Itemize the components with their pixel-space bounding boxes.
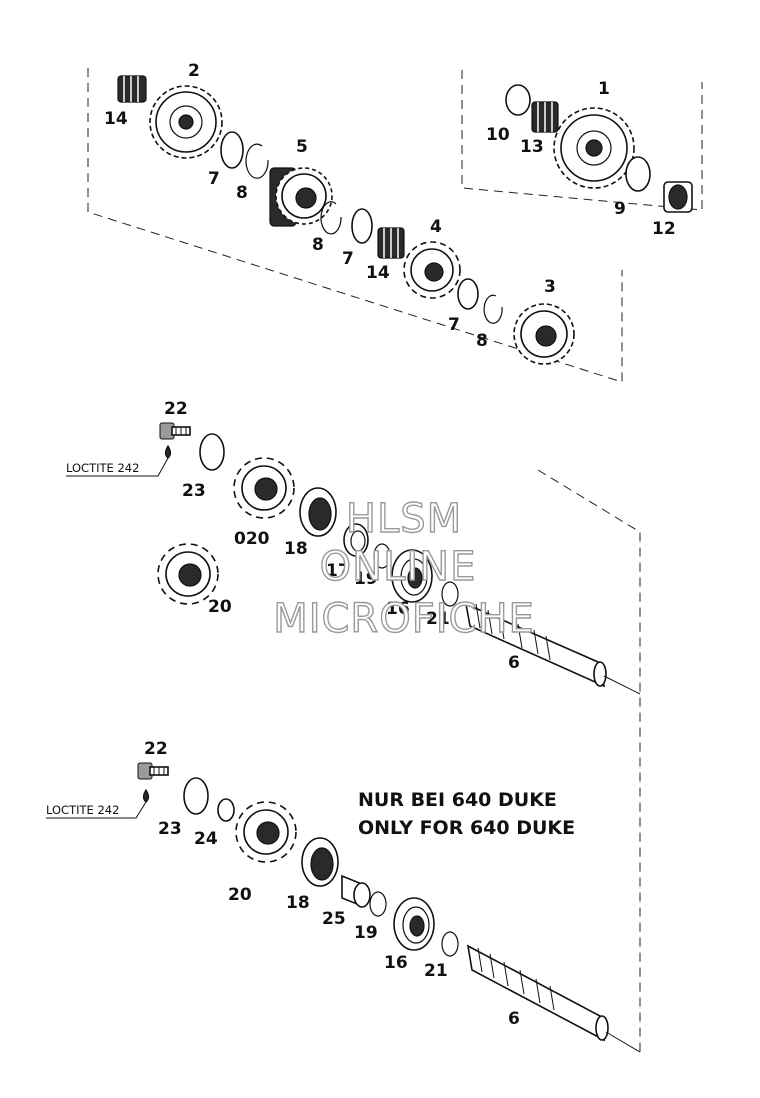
label-3: 3: [544, 277, 556, 297]
label-16-b: 16: [384, 953, 408, 973]
label-25: 25: [322, 909, 346, 929]
washer-23-b: [183, 777, 209, 815]
sprocket-20-a: [157, 543, 219, 605]
label-020: 020: [234, 529, 270, 549]
note-en: ONLY FOR 640 DUKE: [358, 817, 575, 839]
label-20-a: 20: [208, 597, 232, 617]
loctite-leader-b: [46, 801, 147, 819]
shaft-6-a: [464, 602, 607, 688]
label-23-a: 23: [182, 481, 206, 501]
label-8-a: 8: [236, 183, 248, 203]
label-18-b: 18: [286, 893, 310, 913]
shaft-6-b: [466, 944, 609, 1042]
label-16-a: 16: [386, 599, 410, 619]
label-19-b: 19: [354, 923, 378, 943]
bearing-16-a: [391, 549, 433, 603]
label-14-b: 14: [366, 263, 390, 283]
bolt-22-a: [159, 422, 191, 440]
label-18-a: 18: [284, 539, 308, 559]
label-20-b: 20: [228, 885, 252, 905]
label-17: 17: [326, 561, 350, 581]
washer-24: [217, 798, 235, 822]
washer-7-a: [220, 131, 244, 169]
label-6-a: 6: [508, 653, 520, 673]
bolt-22-b: [137, 762, 169, 780]
loctite-leader-a: [66, 457, 169, 477]
washer-23-a: [199, 433, 225, 471]
o-ring-19-b: [369, 891, 387, 917]
top-assembly-frame: [87, 68, 623, 383]
inset-frame-part-1: [461, 70, 703, 211]
loctite-label-b: LOCTITE 242: [46, 803, 119, 817]
label-22-a: 22: [164, 399, 188, 419]
label-7-a: 7: [208, 169, 220, 189]
label-1: 1: [598, 79, 610, 99]
gear-1: [553, 107, 635, 189]
washer-10: [505, 84, 531, 116]
washer-7-b: [351, 208, 373, 244]
spacer-25: [341, 874, 371, 908]
label-5: 5: [296, 137, 308, 157]
note-de: NUR BEI 640 DUKE: [358, 789, 557, 811]
sprocket-20-b: [235, 801, 297, 863]
gear-3: [513, 303, 575, 365]
watermark-line-3: MICROFICHE: [273, 596, 535, 642]
shaft-axis-a: [603, 675, 641, 695]
label-21-a: 21: [426, 609, 450, 629]
shaft-axis-b: [605, 1031, 641, 1053]
circlip-8-b: [320, 201, 342, 235]
gear-5: [269, 167, 333, 227]
spacer-17: [343, 523, 369, 557]
label-9: 9: [614, 199, 626, 219]
washer-21-b: [441, 931, 459, 957]
label-4: 4: [430, 217, 442, 237]
watermark-line-2: ONLINE: [320, 544, 477, 590]
gear-2: [149, 85, 223, 159]
loctite-drop-b: [142, 788, 150, 803]
label-24: 24: [194, 829, 218, 849]
label-14-a: 14: [104, 109, 128, 129]
label-8-c: 8: [476, 331, 488, 351]
washer-7-c: [457, 278, 479, 310]
seal-18-a: [299, 487, 337, 537]
washer-9: [625, 156, 651, 192]
label-13: 13: [520, 137, 544, 157]
circlip-8-a: [245, 143, 269, 179]
label-22-b: 22: [144, 739, 168, 759]
needle-bearing-14-mid: [377, 227, 405, 259]
washer-21-a: [441, 581, 459, 607]
needle-bearing-12: [663, 181, 693, 213]
label-7-b: 7: [342, 249, 354, 269]
label-23-b: 23: [158, 819, 182, 839]
bearing-16-b: [393, 897, 435, 951]
gear-4: [403, 241, 461, 299]
circlip-8-c: [483, 294, 503, 324]
label-21-b: 21: [424, 961, 448, 981]
loctite-drop-a: [164, 444, 172, 459]
loctite-label-a: LOCTITE 242: [66, 461, 139, 475]
needle-bearing-14-top: [117, 75, 147, 103]
sprocket-020: [233, 457, 295, 519]
label-12: 12: [652, 219, 676, 239]
label-6-b: 6: [508, 1009, 520, 1029]
watermark-line-1: HLSM: [346, 496, 462, 542]
lower-assembly-frame: [537, 469, 641, 1052]
label-10: 10: [486, 125, 510, 145]
seal-18-b: [301, 837, 339, 887]
label-7-c: 7: [448, 315, 460, 335]
needle-bearing-13: [531, 101, 559, 133]
label-2: 2: [188, 61, 200, 81]
label-8-b: 8: [312, 235, 324, 255]
o-ring-19-a: [373, 543, 391, 569]
label-19-a: 19: [354, 569, 378, 589]
